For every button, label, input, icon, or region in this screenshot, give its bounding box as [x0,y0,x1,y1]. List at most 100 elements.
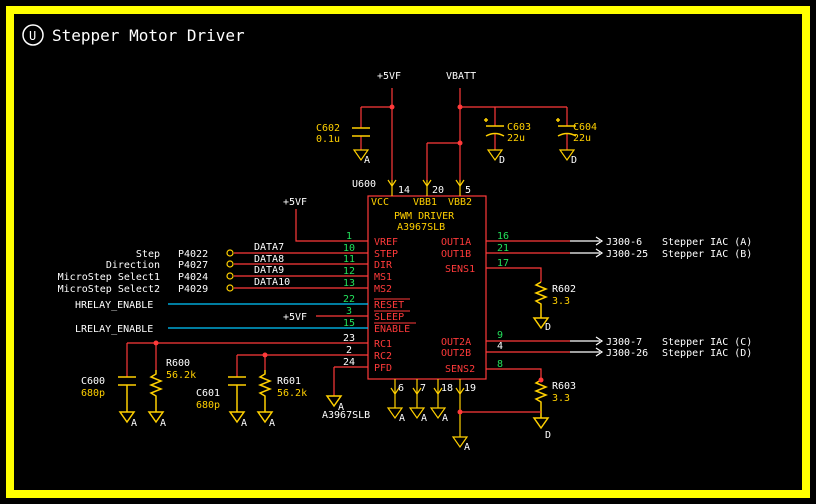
ground-symbols-top [352,149,576,162]
svg-text:SENS1: SENS1 [445,264,475,275]
output-connector-arrows [570,236,604,357]
sheet-frame [6,6,810,498]
ic-top-pin-arrows [387,179,465,196]
svg-text:10: 10 [343,243,355,254]
svg-text:DIR: DIR [374,260,393,271]
hrelay-enable-label: HRELAY_ENABLE [75,300,153,311]
ic-part: A3967SLB [397,222,445,233]
svg-text:A: A [160,418,166,429]
title-badge-icon [22,24,44,46]
input-port-ms1: P4024 [178,272,208,283]
power-label-vref: +5VF [283,197,307,208]
svg-text:12: 12 [343,266,355,277]
c604-value: 22u [573,133,591,144]
svg-text:SLEEP: SLEEP [374,312,404,323]
c600-ref: C600 [81,376,105,387]
power-label-5vf: +5VF [377,71,401,82]
pin-num-vcc: 14 [398,185,410,196]
input-port-circles [226,249,234,292]
pin-name-vcc: VCC [371,197,389,208]
ic-enable-wires [168,303,368,329]
input-labels: Step Direction MicroStep Select1 MicroSt… [58,242,290,335]
power-label-sleep: +5VF [283,312,307,323]
pin-num-vbb1: 20 [432,185,444,196]
r600-value: 56.2k [166,370,196,381]
svg-text:OUT2A: OUT2A [441,337,471,348]
svg-text:16: 16 [497,231,509,242]
svg-text:8: 8 [497,359,503,370]
input-label-direction: Direction [106,260,160,271]
pin-name-vbb1: VBB1 [413,197,437,208]
svg-text:SENS2: SENS2 [445,364,475,375]
svg-text:15: 15 [343,318,355,329]
svg-text:A: A [269,418,275,429]
net-data9: DATA9 [254,265,284,276]
output-desc-c: Stepper IAC (C) [662,337,752,348]
ic-bottom-pin-numbers: 6 7 18 19 [398,383,476,394]
svg-text:19: 19 [464,383,476,394]
sense-resistors [532,281,550,430]
svg-text:ENABLE: ENABLE [374,324,410,335]
output-conn-b: J300-25 [606,249,648,260]
ic-part-bottom: A3967SLB [322,410,370,421]
svg-text:STEP: STEP [374,249,398,260]
svg-text:OUT1A: OUT1A [441,237,471,248]
rc-components [118,370,343,424]
overbars [374,298,416,324]
svg-text:1: 1 [346,231,352,242]
svg-text:21: 21 [497,243,509,254]
gnd-d-r603: D [545,430,551,441]
svg-text:A: A [131,418,137,429]
title-block: U Stepper Motor Driver [22,24,245,46]
ic-ref: U600 [352,179,376,190]
c601-value: 680p [196,400,220,411]
sense-junctions [538,377,544,383]
svg-text:23: 23 [343,333,355,344]
output-desc-b: Stepper IAC (B) [662,249,752,260]
pin-name-vbb2: VBB2 [448,197,472,208]
net-data10: DATA10 [254,277,290,288]
page-title: Stepper Motor Driver [52,26,245,45]
svg-text:A: A [338,402,344,413]
output-conn-d: J300-26 [606,348,648,359]
r603-value: 3.3 [552,393,570,404]
gnd-d-c603: D [499,155,505,166]
output-conn-a: J300-6 [606,237,642,248]
svg-text:9: 9 [497,330,503,341]
gnd-d-c604: D [571,155,577,166]
svg-text:2: 2 [346,345,352,356]
svg-text:RC2: RC2 [374,351,392,362]
svg-text:4: 4 [497,341,503,352]
svg-text:6: 6 [398,383,404,394]
r602-value: 3.3 [552,296,570,307]
gnd-d-r602: D [545,322,551,333]
svg-text:OUT2B: OUT2B [441,348,471,359]
ic-right-pin-names: OUT1A OUT1B SENS1 OUT2A OUT2B SENS2 [441,237,475,375]
svg-text:PFD: PFD [374,363,392,374]
svg-text:22: 22 [343,294,355,305]
svg-text:17: 17 [497,258,509,269]
input-label-step: Step [136,249,160,260]
svg-text:VREF: VREF [374,237,398,248]
power-label-vbatt: VBATT [446,71,476,82]
ic-left-pin-names: VREF STEP DIR MS1 MS2 RESET SLEEP ENABLE… [374,237,410,374]
c603-value: 22u [507,133,525,144]
ic-bottom-pins [386,379,469,449]
output-conn-c: J300-7 [606,337,642,348]
r603-ref: R603 [552,381,576,392]
c600-value: 680p [81,388,105,399]
c604-ref: C604 [573,122,597,133]
top-junctions [389,104,463,146]
svg-text:11: 11 [343,254,355,265]
title-badge: U [29,29,36,43]
net-data7: DATA7 [254,242,284,253]
rc-ground-labels: A A A A A [131,402,344,429]
bottom-ground-labels: A A A A [399,413,470,453]
ic-right-pin-numbers: 16 21 17 9 4 8 [497,231,509,370]
r601-ref: R601 [277,376,301,387]
capacitor-c602 [352,127,370,137]
r602-ref: R602 [552,284,576,295]
svg-text:A: A [241,418,247,429]
output-labels: J300-6 Stepper IAC (A) J300-25 Stepper I… [606,237,752,359]
